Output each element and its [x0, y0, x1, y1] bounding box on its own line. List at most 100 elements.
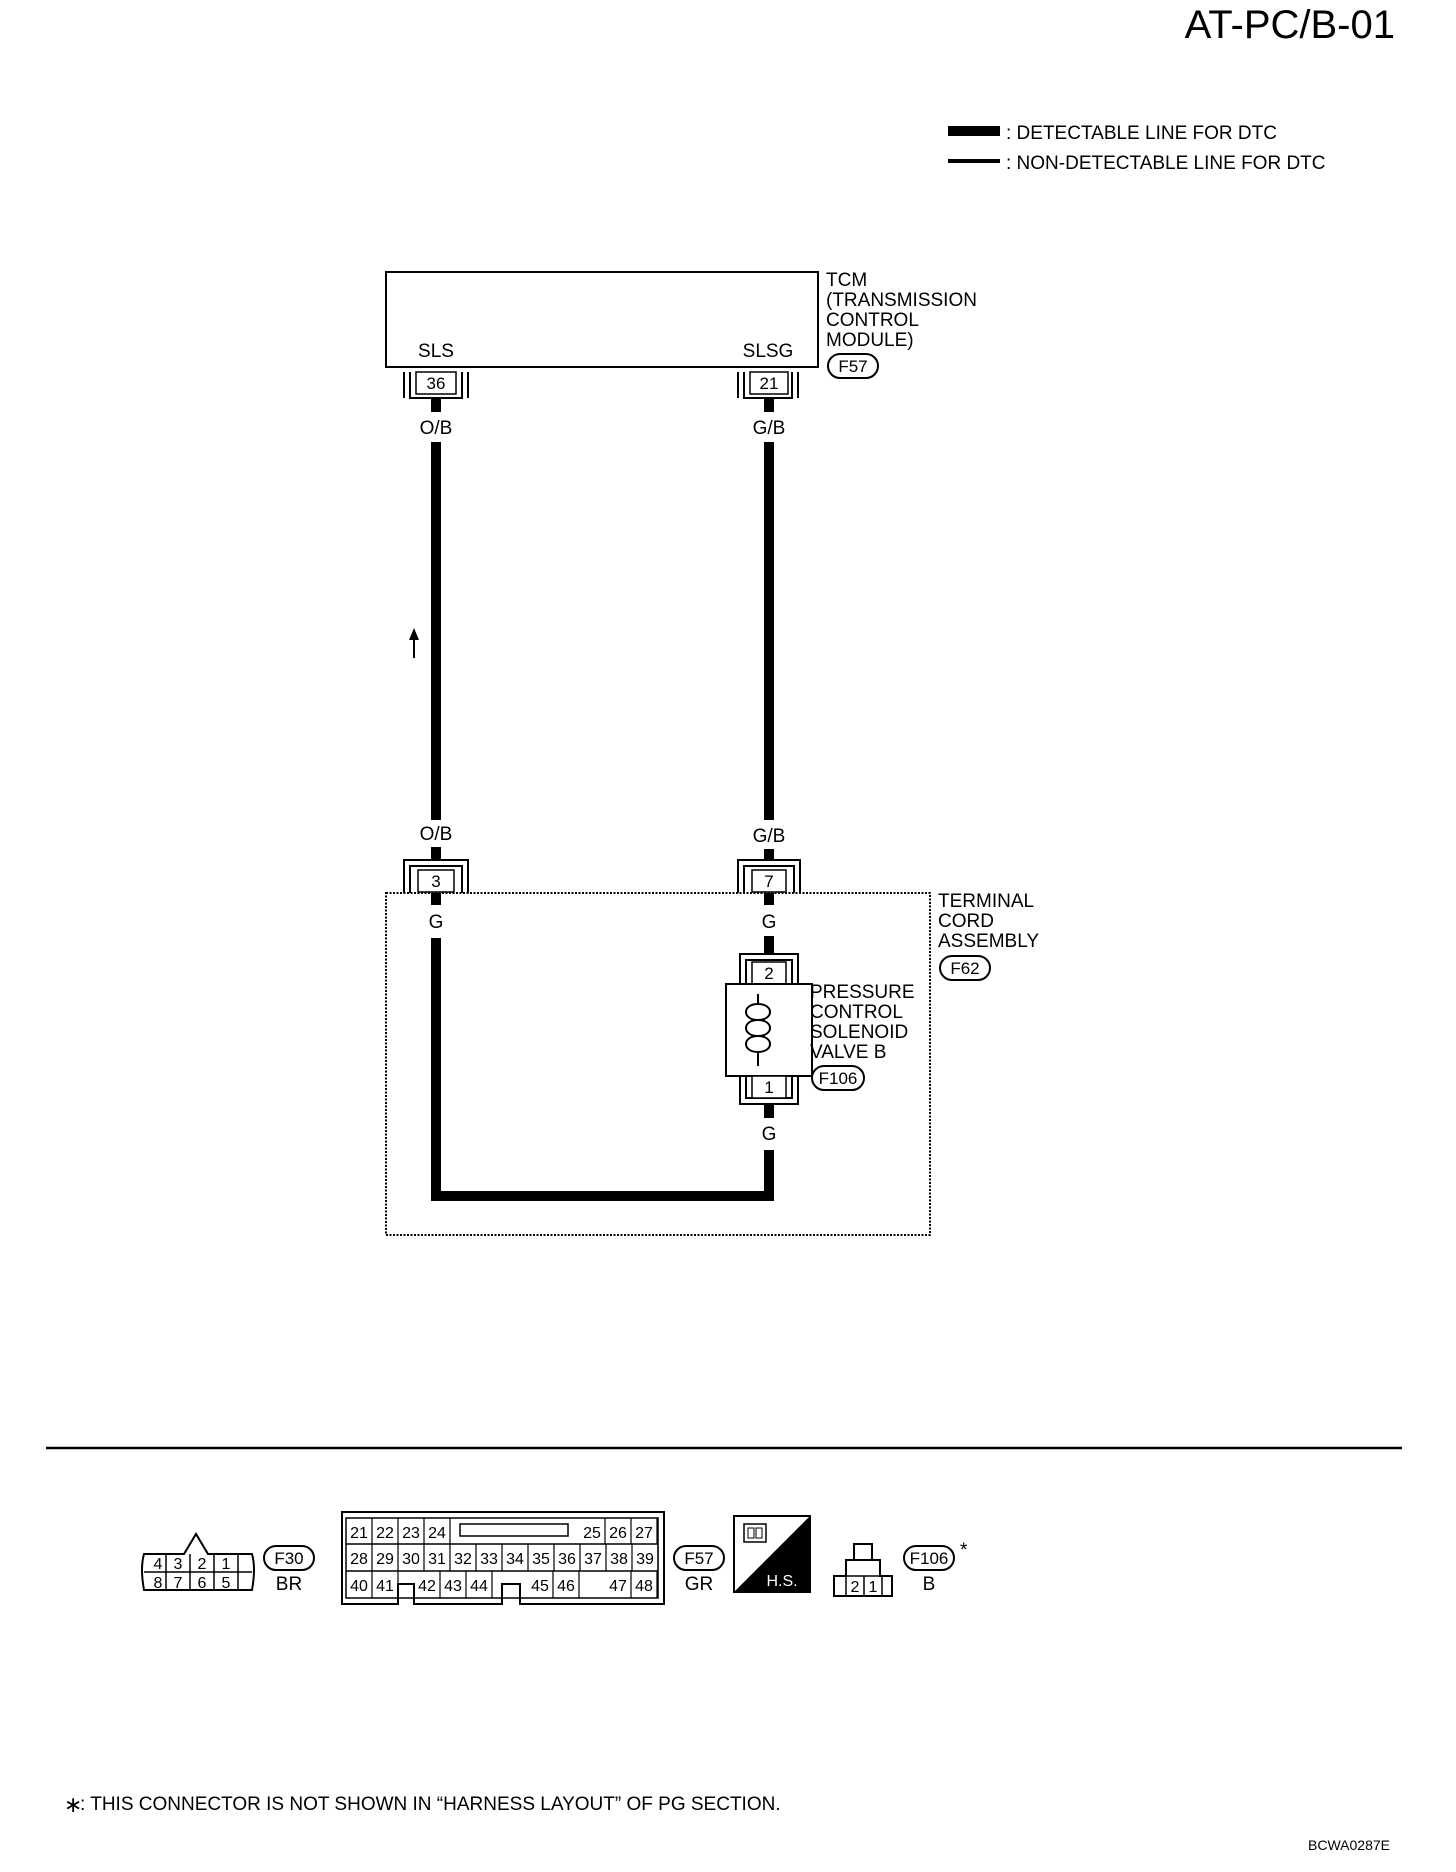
- f57-pin-31: 31: [428, 1551, 446, 1568]
- tcm-connector-id: F57: [838, 357, 867, 376]
- tcm-module: TCM (TRANSMISSION CONTROL MODULE) F57 SL…: [385, 270, 977, 379]
- pin-21-connector: 21: [737, 371, 799, 399]
- f57-pin-22: 22: [376, 1525, 394, 1542]
- solenoid-label-line-2: CONTROL: [810, 1002, 903, 1023]
- terminal-cord-label-line-2: CORD: [938, 911, 994, 932]
- pin-3-connector: 3: [403, 859, 469, 893]
- f57-pin-48: 48: [635, 1578, 653, 1595]
- solenoid-connector-id: F106: [819, 1069, 858, 1088]
- terminal-cord-box: [385, 892, 931, 1236]
- wire-g-left-label: G: [429, 912, 444, 933]
- legend-detectable-label: : DETECTABLE LINE FOR DTC: [1006, 123, 1277, 144]
- f30-pin-4: 4: [154, 1556, 163, 1573]
- pin-36-number: 36: [427, 374, 446, 393]
- f57-pin-23: 23: [402, 1525, 420, 1542]
- legend-detectable-swatch: [948, 126, 1000, 136]
- f57-pin-35: 35: [532, 1551, 550, 1568]
- f57-pin-30: 30: [402, 1551, 420, 1568]
- f106-color: B: [923, 1574, 936, 1595]
- pin-36-connector: 36: [403, 371, 469, 399]
- f57-pin-26: 26: [609, 1525, 627, 1542]
- connector-f106: 2 1 F106 * B: [833, 1540, 968, 1597]
- legend: : DETECTABLE LINE FOR DTC : NON-DETECTAB…: [948, 123, 1326, 174]
- f57-pin-34: 34: [506, 1551, 524, 1568]
- legend-non-detectable-label: : NON-DETECTABLE LINE FOR DTC: [1006, 153, 1326, 174]
- f57-pin-44: 44: [470, 1578, 488, 1595]
- f57-pin-32: 32: [454, 1551, 472, 1568]
- solenoid-label-line-1: PRESSURE: [810, 982, 915, 1003]
- f57-pin-21: 21: [350, 1525, 368, 1542]
- wire-gb-bottom-label: G/B: [753, 826, 786, 847]
- tcm-label-line-2: (TRANSMISSION: [826, 290, 977, 311]
- f57-pin-25: 25: [583, 1525, 601, 1542]
- f106-pin-2: 2: [851, 1579, 860, 1596]
- f30-color: BR: [276, 1574, 302, 1595]
- solenoid-connector-id-frame: [811, 1065, 865, 1091]
- terminal-cord-label-line-3: ASSEMBLY: [938, 931, 1039, 952]
- legend-non-detectable-swatch: [948, 159, 1000, 163]
- f57-pin-47: 47: [609, 1578, 627, 1595]
- pin-7-number: 7: [764, 872, 773, 891]
- wire-g-solenoid-bottom-label: G: [762, 1124, 777, 1145]
- tcm-slsg-label: SLSG: [743, 341, 794, 362]
- f57-pin-37: 37: [584, 1551, 602, 1568]
- signal-direction-arrow-icon: [409, 628, 419, 658]
- f57-pin-46: 46: [557, 1578, 575, 1595]
- solenoid-pin-2-connector: 2: [739, 953, 799, 985]
- solenoid-label-line-3: SOLENOID: [810, 1022, 908, 1043]
- terminal-cord-assembly: TERMINAL CORD ASSEMBLY F62: [385, 891, 1039, 1236]
- f57-color: GR: [685, 1574, 714, 1595]
- wire-ob-bottom-label: O/B: [420, 824, 453, 845]
- f106-mark: *: [960, 1540, 968, 1561]
- f30-pin-2: 2: [198, 1556, 207, 1573]
- pin-3-number: 3: [431, 872, 440, 891]
- connector-f30: 4 3 2 1 8 7 6 5 F30 BR: [141, 1532, 315, 1595]
- tcm-sls-label: SLS: [418, 341, 454, 362]
- terminal-cord-label-line-1: TERMINAL: [938, 891, 1034, 912]
- solenoid-pin-2-number: 2: [764, 964, 773, 983]
- f57-pin-36: 36: [558, 1551, 576, 1568]
- drawing-code: BCWA0287E: [1308, 1837, 1390, 1853]
- pressure-control-solenoid-valve-b: PRESSURE CONTROL SOLENOID VALVE B F106: [725, 982, 915, 1091]
- tcm-label-line-3: CONTROL: [826, 310, 919, 331]
- pin-7-connector: 7: [737, 859, 801, 893]
- solenoid-coil-icon: [745, 994, 771, 1066]
- f30-pin-8: 8: [154, 1575, 163, 1592]
- wire-ob: O/B O/B: [420, 398, 453, 861]
- f57-pin-42: 42: [418, 1578, 436, 1595]
- footnote-text: : THIS CONNECTOR IS NOT SHOWN IN “HARNES…: [80, 1794, 781, 1815]
- pin-21-number: 21: [760, 374, 779, 393]
- tcm-label-line-4: MODULE): [826, 330, 914, 351]
- tcm-label-line-1: TCM: [826, 270, 867, 291]
- f30-pin-6: 6: [198, 1575, 207, 1592]
- f57-pin-24: 24: [428, 1525, 446, 1542]
- f106-id: F106: [910, 1549, 949, 1568]
- wire-gb-top-label: G/B: [753, 418, 786, 439]
- f30-id: F30: [274, 1549, 303, 1568]
- f57-pin-39: 39: [636, 1551, 654, 1568]
- f30-pin-3: 3: [174, 1556, 183, 1573]
- f57-pin-45: 45: [531, 1578, 549, 1595]
- harness-side-icon: H.S.: [733, 1515, 811, 1593]
- f57-pin-28: 28: [350, 1551, 368, 1568]
- wire-ob-top-label: O/B: [420, 418, 453, 439]
- f57-id: F57: [684, 1549, 713, 1568]
- wire-g-internal: G G G: [429, 893, 777, 1201]
- f57-pin-27: 27: [635, 1525, 653, 1542]
- solenoid-pin-1-number: 1: [764, 1078, 773, 1097]
- solenoid-label-line-4: VALVE B: [810, 1042, 886, 1063]
- terminal-cord-connector-id-frame: [939, 955, 991, 981]
- f57-pin-29: 29: [376, 1551, 394, 1568]
- hs-label: H.S.: [766, 1573, 797, 1590]
- f106-pin-1: 1: [869, 1579, 878, 1596]
- solenoid-pin-1-connector: 1: [739, 1075, 799, 1118]
- f30-pin-5: 5: [222, 1575, 231, 1592]
- wire-g-right-label: G: [762, 912, 777, 933]
- f57-pin-41: 41: [376, 1578, 394, 1595]
- f57-pin-33: 33: [480, 1551, 498, 1568]
- terminal-cord-connector-id: F62: [950, 959, 979, 978]
- f57-pin-43: 43: [444, 1578, 462, 1595]
